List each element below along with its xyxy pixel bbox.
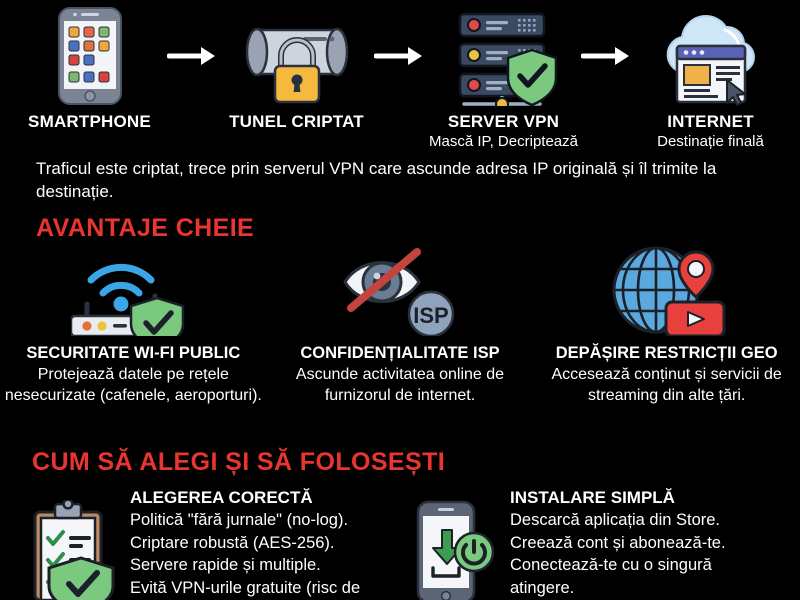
benefit-geo-restrictions: DEPĂȘIRE RESTRICȚII GEO Accesează conțin… bbox=[536, 244, 798, 407]
flow-step-subtitle: Destinație finală bbox=[657, 133, 764, 150]
flow-step-vpn-server: SERVER VPN Mască IP, Decriptează bbox=[428, 4, 579, 150]
benefit-description: Ascunde activitatea online de furnizorul… bbox=[295, 366, 505, 404]
flow-step-title: INTERNET bbox=[667, 112, 754, 131]
benefit-title: SECURITATE WI-FI PUBLIC bbox=[26, 344, 241, 362]
flow-step-tunnel: TUNEL CRIPTAT bbox=[221, 4, 372, 133]
wifi-router-shield-icon bbox=[71, 244, 195, 336]
flow-step-internet: INTERNET Destinație finală bbox=[635, 4, 786, 150]
howto-row: ALEGEREA CORECTĂ Politică "fără jurnale"… bbox=[0, 488, 800, 600]
vpn-flow-diagram: SMARTPHONE bbox=[0, 0, 800, 160]
phone-download-power-icon bbox=[408, 488, 500, 600]
howto-line: Evită VPN-urile gratuite (risc de bbox=[130, 578, 361, 597]
globe-pin-video-icon bbox=[608, 244, 726, 336]
encrypted-tunnel-lock-icon bbox=[237, 4, 357, 108]
howto-column-choice: ALEGEREA CORECTĂ Politică "fără jurnale"… bbox=[0, 488, 400, 600]
howto-line: atingere. bbox=[510, 578, 575, 597]
howto-text-block: ALEGEREA CORECTĂ Politică "fără jurnale"… bbox=[120, 488, 360, 599]
arrow-right-icon bbox=[165, 4, 221, 108]
howto-column-install: INSTALARE SIMPLĂ Descarcă aplicația din … bbox=[400, 488, 800, 600]
howto-title: ALEGEREA CORECTĂ bbox=[130, 488, 313, 507]
flow-step-title: SMARTPHONE bbox=[28, 112, 151, 131]
benefit-isp-privacy: ISP CONFIDENȚIALITATE ISP Ascunde activi… bbox=[269, 244, 531, 407]
benefit-title: DEPĂȘIRE RESTRICȚII GEO bbox=[555, 344, 778, 362]
arrow-right-icon bbox=[579, 4, 635, 108]
benefits-row: SECURITATE WI-FI PUBLIC Protejează datel… bbox=[0, 244, 800, 434]
smartphone-icon bbox=[53, 4, 127, 108]
howto-line: Servere rapide și multiple. bbox=[130, 556, 321, 575]
benefit-title: CONFIDENȚIALITATE ISP bbox=[300, 344, 500, 362]
howto-line: Descarcă aplicația din Store. bbox=[510, 511, 721, 529]
flow-step-title: TUNEL CRIPTAT bbox=[229, 112, 364, 131]
howto-line: Conectează-te cu o singură bbox=[510, 556, 712, 575]
arrow-right-icon bbox=[372, 4, 428, 108]
howto-line: Creează cont și abonează-te. bbox=[510, 533, 726, 552]
vpn-server-shield-icon bbox=[446, 4, 562, 108]
crossed-eye-isp-icon: ISP bbox=[341, 244, 459, 336]
flow-step-title: SERVER VPN bbox=[447, 112, 560, 131]
howto-heading: CUM SĂ ALEGI ȘI SĂ FOLOSEȘTI bbox=[32, 448, 446, 476]
benefit-description: Accesează conținut și servicii de stream… bbox=[551, 366, 782, 404]
howto-text-block: INSTALARE SIMPLĂ Descarcă aplicația din … bbox=[500, 488, 726, 599]
clipboard-checklist-shield-icon bbox=[28, 488, 120, 600]
svg-text:ISP: ISP bbox=[413, 303, 448, 328]
benefit-wifi-security: SECURITATE WI-FI PUBLIC Protejează datel… bbox=[2, 244, 264, 407]
cloud-browser-icon bbox=[655, 4, 767, 108]
benefit-description: Protejează datele pe rețele nesecurizate… bbox=[4, 366, 262, 404]
flow-step-smartphone: SMARTPHONE bbox=[14, 4, 165, 133]
howto-line: Politică "fără jurnale" (no-log). bbox=[130, 511, 349, 529]
howto-line: Criptare robustă (AES-256). bbox=[130, 533, 335, 552]
intro-paragraph: Traficul este criptat, trece prin server… bbox=[36, 159, 717, 201]
flow-step-subtitle: Mască IP, Decriptează bbox=[429, 133, 578, 150]
advantages-heading: AVANTAJE CHEIE bbox=[36, 214, 255, 242]
howto-title: INSTALARE SIMPLĂ bbox=[510, 488, 675, 507]
